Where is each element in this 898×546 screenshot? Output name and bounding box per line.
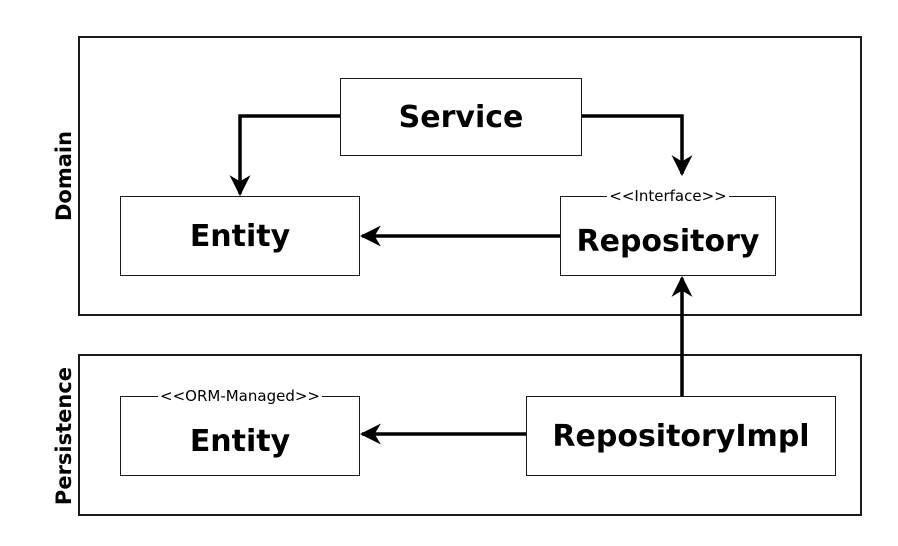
arrow-service-to-entity <box>229 114 340 197</box>
orm-entity-name: Entity <box>189 423 291 459</box>
service-box[interactable]: Service <box>340 78 582 156</box>
repository-impl-name: RepositoryImpl <box>552 418 810 454</box>
service-name: Service <box>398 99 524 135</box>
domain-entity-box[interactable]: Entity <box>120 196 360 276</box>
repository-name: Repository <box>576 223 760 259</box>
repository-box[interactable]: <<Interface>> Repository <box>560 187 776 276</box>
domain-layer <box>78 36 862 316</box>
orm-entity-stereotype: <<ORM-Managed>> <box>158 387 322 405</box>
repository-impl-box[interactable]: RepositoryImpl <box>526 396 836 476</box>
arrow-service-to-repository <box>582 114 693 177</box>
repository-stereotype: <<Interface>> <box>607 187 729 205</box>
domain-entity-name: Entity <box>189 218 291 254</box>
persistence-layer <box>78 354 862 516</box>
orm-entity-box[interactable]: <<ORM-Managed>> Entity <box>120 387 360 476</box>
